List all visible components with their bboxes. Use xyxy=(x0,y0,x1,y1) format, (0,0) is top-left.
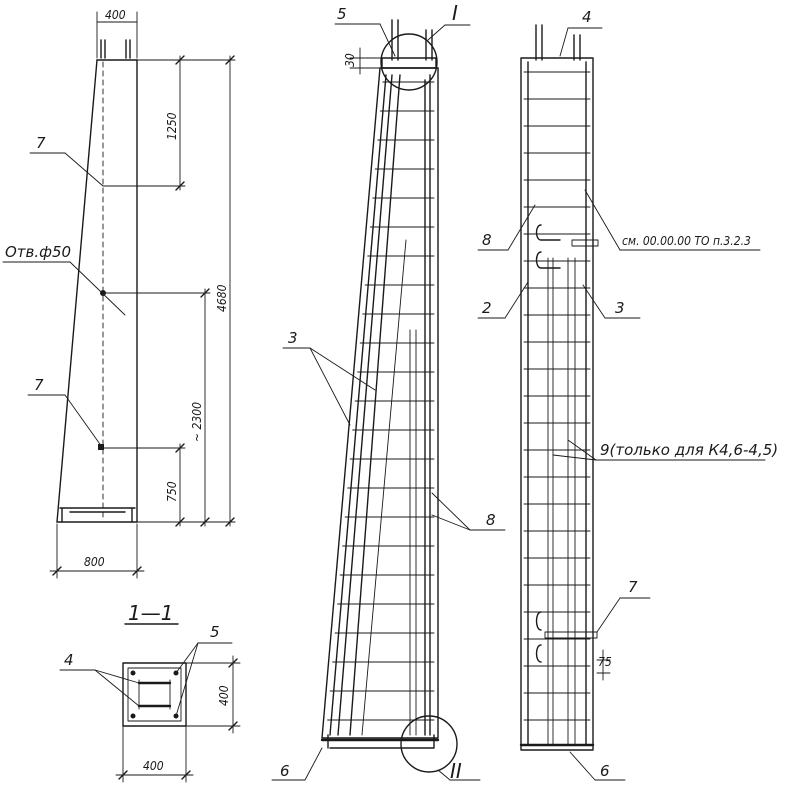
callout-4-front: 4 xyxy=(582,8,592,26)
section-title: 1—1 xyxy=(128,601,173,625)
callout-3-side: 3 xyxy=(288,329,298,347)
callout-leader xyxy=(507,204,536,251)
dim-2300: ~ 2300 xyxy=(190,402,204,442)
side-stirrups xyxy=(327,81,435,721)
side-left-edge xyxy=(321,67,381,739)
callout-leader xyxy=(309,347,351,426)
dim-1250: 1250 xyxy=(165,112,179,140)
rebar-long xyxy=(329,74,387,736)
dim-ticks xyxy=(228,658,238,731)
hole-leader xyxy=(69,261,126,316)
front-outline xyxy=(520,57,594,751)
bar-dot xyxy=(130,670,136,676)
section-dim-width: 400 xyxy=(143,759,164,773)
note-leader xyxy=(584,189,621,251)
embedded-part xyxy=(98,444,104,450)
outline-view: 400 1250 4680 ~ 2300 750 Отв.ф50 xyxy=(2,8,236,579)
base-plate xyxy=(59,507,136,523)
dim-30: 30 xyxy=(343,53,357,67)
callout-3-front: 3 xyxy=(615,299,625,317)
callout-leader xyxy=(567,439,597,461)
callout-leader xyxy=(559,27,569,57)
callout-leader xyxy=(552,454,597,461)
lifting-hook xyxy=(535,224,561,269)
node-I-label: I xyxy=(452,1,458,25)
callout-leader xyxy=(379,23,396,57)
callout-leader xyxy=(64,394,103,448)
callout-leader xyxy=(94,669,140,684)
callout-8-front: 8 xyxy=(482,231,492,249)
callout-7-bottom: 7 xyxy=(34,376,44,394)
front-reinforcement-view: 4 8 см. 00.00.00 ТО п.3.2.3 2 3 9(только… xyxy=(477,8,778,781)
dim-ticks xyxy=(118,770,191,780)
dim-bottom-width: 800 xyxy=(84,555,105,569)
node-leader xyxy=(427,24,446,41)
section-dim-height: 400 xyxy=(217,685,231,706)
callout-6-front: 6 xyxy=(600,762,610,780)
side-reinforcement-view: I II 30 5 3 8 6 xyxy=(271,1,506,783)
bar-dot xyxy=(130,713,136,719)
node-II-label: II xyxy=(450,759,462,783)
top-bars xyxy=(535,24,581,61)
callout-leader xyxy=(309,347,376,391)
dim-ticks xyxy=(175,55,235,527)
section-outline xyxy=(122,662,187,727)
front-stirrups xyxy=(523,71,591,721)
callout-leader xyxy=(431,492,471,531)
node-II-circle xyxy=(400,715,458,773)
dim-4680: 4680 xyxy=(215,284,229,312)
callout-leader xyxy=(64,152,104,187)
callout-7-top: 7 xyxy=(36,134,46,152)
callout-6-side: 6 xyxy=(280,762,290,780)
callout-leader xyxy=(431,514,471,531)
node-leader xyxy=(437,769,451,781)
side-base xyxy=(327,734,435,749)
callout-leader xyxy=(582,284,606,319)
callout-leader xyxy=(596,597,621,633)
callout-8-side: 8 xyxy=(486,511,496,529)
callout-leader xyxy=(175,642,199,674)
callout-7-front: 7 xyxy=(628,578,638,596)
dim-750: 750 xyxy=(165,481,179,502)
callout-9-front: 9(только для К4,6-4,5) xyxy=(600,441,778,459)
column-left-edge xyxy=(56,59,98,523)
section-1-1: 1—1 4 5 400 400 xyxy=(59,601,241,783)
dim-75: 75 xyxy=(598,655,612,669)
callout-5: 5 xyxy=(337,5,347,23)
rebar-outlets xyxy=(100,39,131,59)
callout-leader xyxy=(504,281,529,319)
rebar-long xyxy=(349,74,401,736)
rebar-long xyxy=(337,74,393,736)
callout-leader xyxy=(175,642,199,717)
section-callout-4: 4 xyxy=(64,651,74,669)
dim-ticks xyxy=(52,566,142,576)
lower-hook xyxy=(535,611,542,663)
embedded-plate xyxy=(544,631,598,639)
section-callout-5: 5 xyxy=(210,623,220,641)
node-I-circle xyxy=(380,33,438,91)
callout-leader xyxy=(569,751,596,781)
top-plate xyxy=(381,57,437,69)
dim-top-width: 400 xyxy=(105,8,126,22)
hole-label: Отв.ф50 xyxy=(5,243,71,261)
rebar-long xyxy=(361,239,407,736)
sleeve xyxy=(571,239,599,247)
hole-marker xyxy=(100,290,106,296)
callout-leader xyxy=(94,669,140,707)
section-stirrup xyxy=(127,667,182,722)
note-reference: см. 00.00.00 ТО п.3.2.3 xyxy=(622,234,751,248)
callout-leader xyxy=(304,747,323,781)
callout-2-front: 2 xyxy=(482,299,492,317)
